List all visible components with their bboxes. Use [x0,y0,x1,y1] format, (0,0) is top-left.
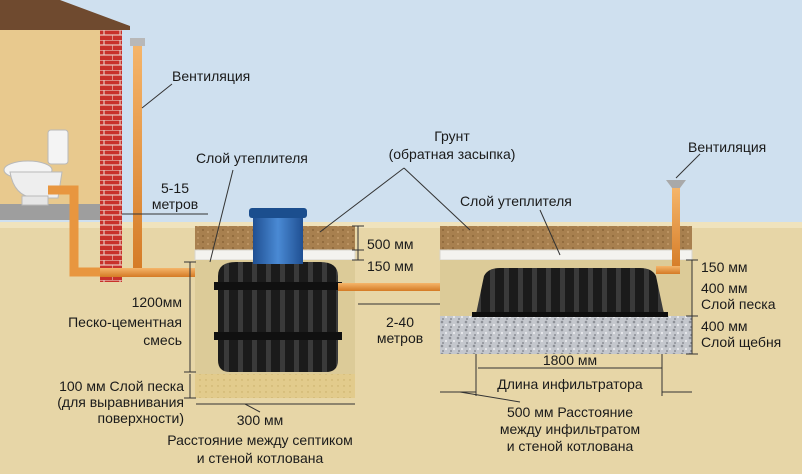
insulation-layer-right [439,249,693,261]
distance-tanks-line1: 2-40 [385,314,415,330]
insulation-label-right: Слой утеплителя [460,193,572,209]
sand-base-left [195,374,355,398]
mix-label-line2: смесь [143,332,182,348]
gap-500-line3: и стеной котлована [506,438,634,454]
gap-500-line2: между инфильтратом [499,421,641,437]
gravel-layer [440,316,692,354]
ventilation-label-right: Вентиляция [688,139,767,155]
gap-300-desc-line1: Расстояние между септиком [167,432,353,448]
infiltrator-1800-label: 1800 мм [542,352,598,368]
gravel-400-line2: Слой щебня [701,334,782,350]
mix-label-line1: Песко-цементная [68,314,182,330]
drain-pipe-toilet [48,185,100,277]
drain-pipe-to-infiltrator [338,283,478,291]
leader-lines [122,83,701,413]
gap-500-line1: 500 мм Расстояние [506,404,633,420]
roof-icon [0,0,130,30]
sand-100-line3: поверхности) [97,410,184,426]
depth-500-label: 500 мм [367,236,414,252]
house-floor [0,204,100,220]
distance-tanks-line2: метров [376,330,424,346]
vent-cap-right [666,180,686,188]
ground-surface [0,222,802,228]
soil-label-line2: (обратная засыпка) [388,146,516,162]
gap-300-desc-line2: и стеной котлована [196,450,324,466]
ventilation-label-left: Вентиляция [172,68,251,84]
ventilation-pipe-right [672,188,680,272]
drain-pipe-main [100,268,220,277]
distance-house-line2: метров [151,196,199,212]
tank-neck [253,214,303,264]
sand-100-line2: (для выравнивания [57,394,184,410]
sand-400-line2: Слой песка [701,296,776,312]
mix-1200-label: 1200мм [131,294,182,310]
gap-300-label: 300 мм [236,412,284,428]
sand-100-line1: 100 мм Слой песка [59,378,184,394]
soil-label-line1: Грунт [434,128,470,144]
infiltrator-icon [472,268,668,317]
gravel-400-line1: 400 мм [701,318,748,334]
distance-house-line1: 5-15 [160,180,190,196]
tank-lid [249,208,307,218]
brick-wall-icon [100,30,122,282]
ventilation-pipe-left [133,44,142,276]
septic-tank-icon [214,208,342,372]
sand-400-line1: 400 мм [701,280,748,296]
soil-backfill-right [440,226,692,250]
vent-cap-left [130,38,145,46]
infiltrator-length-label: Длина инфильтратора [497,376,643,392]
insulation-label-left: Слой утеплителя [196,150,308,166]
depth-150-right-label: 150 мм [701,259,748,275]
depth-150-left-label: 150 мм [367,258,414,274]
